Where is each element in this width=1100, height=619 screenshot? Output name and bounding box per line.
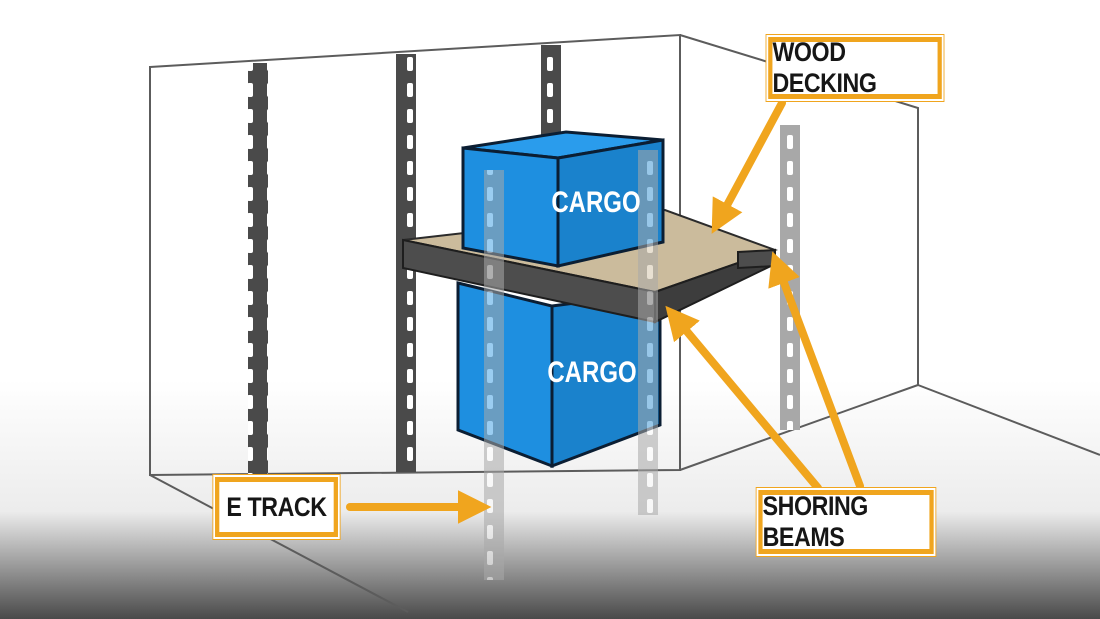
floor-edge-left [149,474,409,613]
cargo-upper-side [556,138,665,268]
label-e-track: E TRACK [213,475,340,539]
cargo-label-lower: CARGO [547,354,636,388]
e-track-rails-foreground [484,150,658,580]
arrow-wood-decking [711,99,786,234]
arrow-shoring-beam-rear [768,251,864,490]
cargo-upper-front [461,146,560,268]
shoring-beam-rear [737,248,776,270]
label-shoring-beams: SHORING BEAMS [756,488,936,556]
label-wood-decking: WOOD DECKING [766,35,944,101]
e-track-through-cargo-left [484,170,504,580]
floor-edge-right [917,384,1100,456]
e-track-through-cargo-right [638,150,658,515]
cargo-label-upper: CARGO [551,184,640,218]
e-track-1 [248,63,268,475]
cargo-box-lower [456,281,662,469]
arrow-shoring-beam-front [665,305,822,492]
callout-arrows [346,99,864,524]
